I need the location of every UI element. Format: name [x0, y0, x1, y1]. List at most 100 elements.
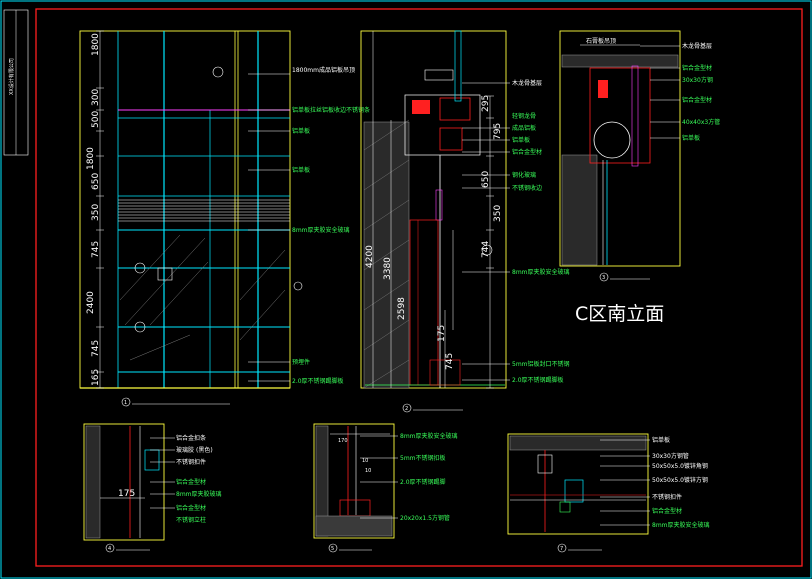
annotation: 玻璃胶	[176, 446, 194, 454]
detail5-annotations: 8mm厚夹胶安全玻璃 5mm不锈钢扣板 2.0厚不锈钢踢脚 20x20x1.5方…	[400, 432, 458, 522]
dim-label: 2400	[86, 291, 96, 314]
axis-bubble	[212, 66, 224, 78]
detail4-annotations: 铝合金扣条 玻璃胶 (黑色) 不锈钢扣件 铝合金型材 8mm厚夹胶玻璃 铝合金型…	[176, 434, 222, 524]
dim-label: 1800	[86, 147, 96, 170]
node-detail-4: 175 铝合金扣条 玻璃胶 (黑色) 不锈钢扣件 铝合金型材 8mm厚夹胶玻璃 …	[83, 423, 222, 553]
view3-label-number: 3	[602, 275, 605, 281]
dim-label: 350	[91, 204, 101, 221]
annotation: 木龙骨基层	[682, 42, 712, 50]
annotation: 铝单板拉丝铝板收边不锈钢条	[292, 106, 370, 114]
dim-label: 175	[437, 325, 447, 342]
title-block-text: XX设计有限公司	[8, 58, 15, 95]
elevation-view-1: 1800 300 500 1800 650 350 745 2400 745 1…	[79, 30, 370, 407]
detail5-label-number: 5	[331, 546, 334, 552]
annotation: 铝单板	[512, 136, 530, 144]
title-block-strip: XX设计有限公司	[3, 9, 29, 156]
annotation: 铝单板	[682, 134, 700, 142]
annotation: 8mm厚夹胶安全玻璃	[400, 432, 458, 440]
view3-leader-lines	[640, 45, 680, 139]
view3-label-bubble	[599, 272, 609, 282]
detail6-label-number: 7	[560, 546, 563, 552]
node-detail-7: 铝单板 30x30方钢管 50x50x5.0镀锌角钢 50x50x5.0镀锌方钢…	[507, 433, 710, 553]
annotation: 铝合金型材	[512, 148, 542, 156]
annotation: 铝合金扣条	[176, 434, 206, 442]
annotation: 8mm厚夹胶安全玻璃	[652, 521, 710, 529]
annotation: 不锈钢扣件	[176, 458, 206, 466]
annotation: 8mm厚夹胶安全玻璃	[292, 226, 350, 234]
annotation: (黑色)	[196, 446, 213, 454]
annotation: 不锈钢扣件	[652, 493, 682, 501]
annotation: 50x50x5.0镀锌角钢	[652, 462, 708, 470]
annotation: 8mm厚夹胶安全玻璃	[512, 268, 570, 276]
dim-label: 650	[91, 173, 101, 190]
view2-label-bubble	[402, 403, 412, 413]
view2-frame	[360, 30, 507, 389]
dim-label: 10	[365, 468, 371, 474]
dim-label: 165	[91, 369, 101, 386]
view2-label-number: 2	[405, 406, 408, 412]
annotation: 5mm不锈钢扣板	[400, 454, 446, 462]
annotation: 8mm厚夹胶玻璃	[176, 490, 222, 498]
view2-leader-lines	[462, 82, 510, 381]
view1-dimension-labels: 1800 300 500 1800 650 350 745 2400 745 1…	[86, 33, 101, 386]
section-view-2: 295 795 650 350 744 4200 3380 2598 175 7…	[360, 30, 570, 413]
annotation: 1800mm成品铝板吊顶	[292, 66, 355, 74]
node-detail-view-3: 石膏板吊顶 木龙骨基层 铝合金型材 30x30方钢 铝合金型材 40x40x3方…	[559, 30, 720, 282]
annotation: 5mm铝板封口不锈钢	[512, 360, 570, 368]
view1-dimension-line	[96, 30, 104, 389]
annotation: 2.0厚不锈钢踢脚	[400, 478, 446, 486]
dim-label: 500	[91, 111, 101, 128]
annotation: 钢化玻璃	[512, 171, 536, 179]
annotation: 木龙骨基层	[512, 79, 542, 87]
view1-annotations: 1800mm成品铝板吊顶 铝单板拉丝铝板收边不锈钢条 铝单板 铝单板 8mm厚夹…	[292, 66, 370, 385]
annotation: 不锈钢立柱	[176, 516, 206, 524]
dim-label: 10	[362, 458, 368, 464]
annotation: 不锈钢收边	[512, 184, 542, 192]
dim-label: 300	[91, 89, 101, 106]
annotation: 铝合金型材	[176, 478, 206, 486]
annotation: 铝合金型材	[652, 507, 682, 515]
annotation: 铝单板	[292, 166, 310, 174]
annotation: 30x30方钢管	[652, 452, 689, 460]
dim-label: 295	[481, 95, 491, 112]
axis-bubble	[293, 281, 303, 291]
annotation: 铝合金型材	[682, 96, 712, 104]
dim-label: 350	[493, 205, 503, 222]
dim-label: 744	[481, 241, 491, 258]
detail6-annotations: 铝单板 30x30方钢管 50x50x5.0镀锌角钢 50x50x5.0镀锌方钢…	[652, 436, 710, 529]
drawing-border	[35, 8, 803, 567]
annotation: 50x50x5.0镀锌方钢	[652, 476, 708, 484]
annotation: 30x30方钢	[682, 76, 713, 84]
view3-annotations: 石膏板吊顶 木龙骨基层 铝合金型材 30x30方钢 铝合金型材 40x40x3方…	[586, 37, 720, 142]
view2-dimension-labels: 295 795 650 350 744 4200 3380 2598 175 7…	[365, 95, 503, 370]
annotation: 预埋件	[292, 358, 310, 366]
dim-label: 745	[445, 353, 455, 370]
drawing-title: C区南立面	[575, 303, 664, 325]
axis-bubble	[481, 244, 493, 256]
node-detail-5: 170 10 10 8mm厚夹胶安全玻璃 5mm不锈钢扣板 2.0厚不锈钢踢脚 …	[313, 423, 458, 553]
annotation: 轻钢龙骨	[512, 112, 536, 120]
dim-label: 3380	[383, 257, 393, 280]
dim-label: 795	[493, 123, 503, 140]
view1-label-number: 1	[124, 400, 127, 406]
view3-frame	[559, 30, 681, 267]
annotation: 成品铝板	[512, 124, 536, 132]
annotation: 20x20x1.5方钢管	[400, 514, 450, 522]
annotation: 铝单板	[652, 436, 670, 444]
dim-label: 745	[91, 241, 101, 258]
view2-dimension-lines	[372, 31, 494, 389]
view1-label-bubble	[121, 397, 131, 407]
annotation: 铝单板	[292, 127, 310, 135]
axis-bubble	[134, 321, 146, 333]
dim-label: 650	[481, 171, 491, 188]
annotation: 石膏板吊顶	[586, 37, 616, 45]
dim-label: 170	[338, 438, 348, 444]
dim-label: 175	[118, 489, 135, 499]
dim-label: 1800	[91, 33, 101, 56]
axis-bubble	[134, 262, 146, 274]
view2-annotations: 木龙骨基层 轻钢龙骨 成品铝板 铝单板 铝合金型材 钢化玻璃 不锈钢收边 8mm…	[512, 79, 570, 384]
annotation: 铝合金型材	[176, 504, 206, 512]
annotation: 2.0厚不锈钢踢脚板	[512, 376, 564, 384]
